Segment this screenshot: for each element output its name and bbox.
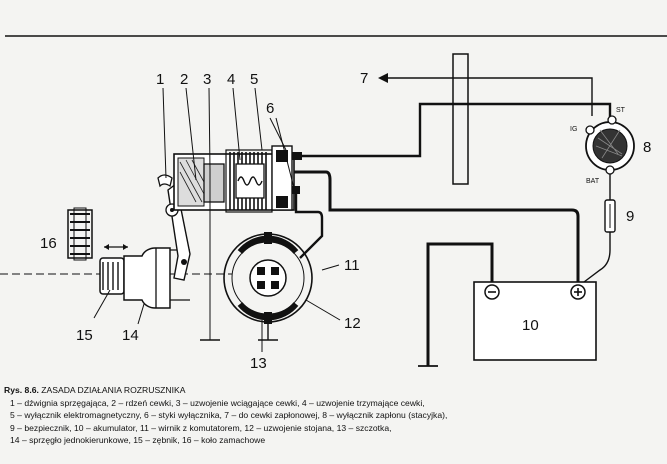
legend-line: 1 – dźwignia sprzęgająca, 2 – rdzeń cewk… xyxy=(10,397,425,408)
label-2: 2 xyxy=(180,71,188,88)
switch-contacts xyxy=(271,145,302,211)
label-11: 11 xyxy=(344,257,360,274)
starter-diagram: ST IG BAT 1 2 3 4 5 6 7 8 9 10 11 12 13 … xyxy=(0,35,667,372)
label-1: 1 xyxy=(156,71,164,88)
coil-windings xyxy=(225,149,273,213)
figure-number: Rys. 8.6. xyxy=(4,385,39,395)
label-10: 10 xyxy=(522,317,539,334)
label-12: 12 xyxy=(344,315,361,332)
leader-lines xyxy=(93,87,341,352)
figure-caption: Rys. 8.6. ZASADA DZIAŁANIA ROZRUSZNIKA 1… xyxy=(4,384,664,447)
solenoid-core xyxy=(203,163,225,203)
ignition-switch xyxy=(585,115,635,175)
flywheel xyxy=(67,207,93,261)
terminal-ig-label: IG xyxy=(570,126,577,133)
caption-title-line: Rys. 8.6. ZASADA DZIAŁANIA ROZRUSZNIKA xyxy=(4,384,664,397)
fuse xyxy=(604,199,616,233)
figure-title: ZASADA DZIAŁANIA ROZRUSZNIKA xyxy=(41,385,186,395)
label-14: 14 xyxy=(122,327,139,344)
label-4: 4 xyxy=(227,71,235,88)
pinion xyxy=(99,257,125,295)
label-13: 13 xyxy=(250,355,267,372)
label-16: 16 xyxy=(40,235,57,252)
label-9: 9 xyxy=(626,208,634,225)
motor xyxy=(223,232,313,341)
legend-line: 9 – bezpiecznik, 10 – akumulator, 11 – w… xyxy=(10,422,392,433)
post xyxy=(452,53,469,185)
label-3: 3 xyxy=(203,71,211,88)
legend-line: 5 – wyłącznik elektromagnetyczny, 6 – st… xyxy=(10,410,448,421)
wiring xyxy=(294,77,612,367)
battery xyxy=(473,281,597,361)
arrow-to-ignition-coil-icon xyxy=(378,73,388,83)
label-15: 15 xyxy=(76,327,93,344)
terminal-bat-label: BAT xyxy=(586,178,600,185)
legend-line: 14 – sprzęgło jednokierunkowe, 15 – zębn… xyxy=(10,435,266,446)
label-7: 7 xyxy=(360,70,368,87)
label-5: 5 xyxy=(250,71,258,88)
terminal-st-label: ST xyxy=(616,107,626,114)
double-arrow-icon xyxy=(104,244,128,250)
label-8: 8 xyxy=(643,139,651,156)
label-6: 6 xyxy=(266,100,274,117)
